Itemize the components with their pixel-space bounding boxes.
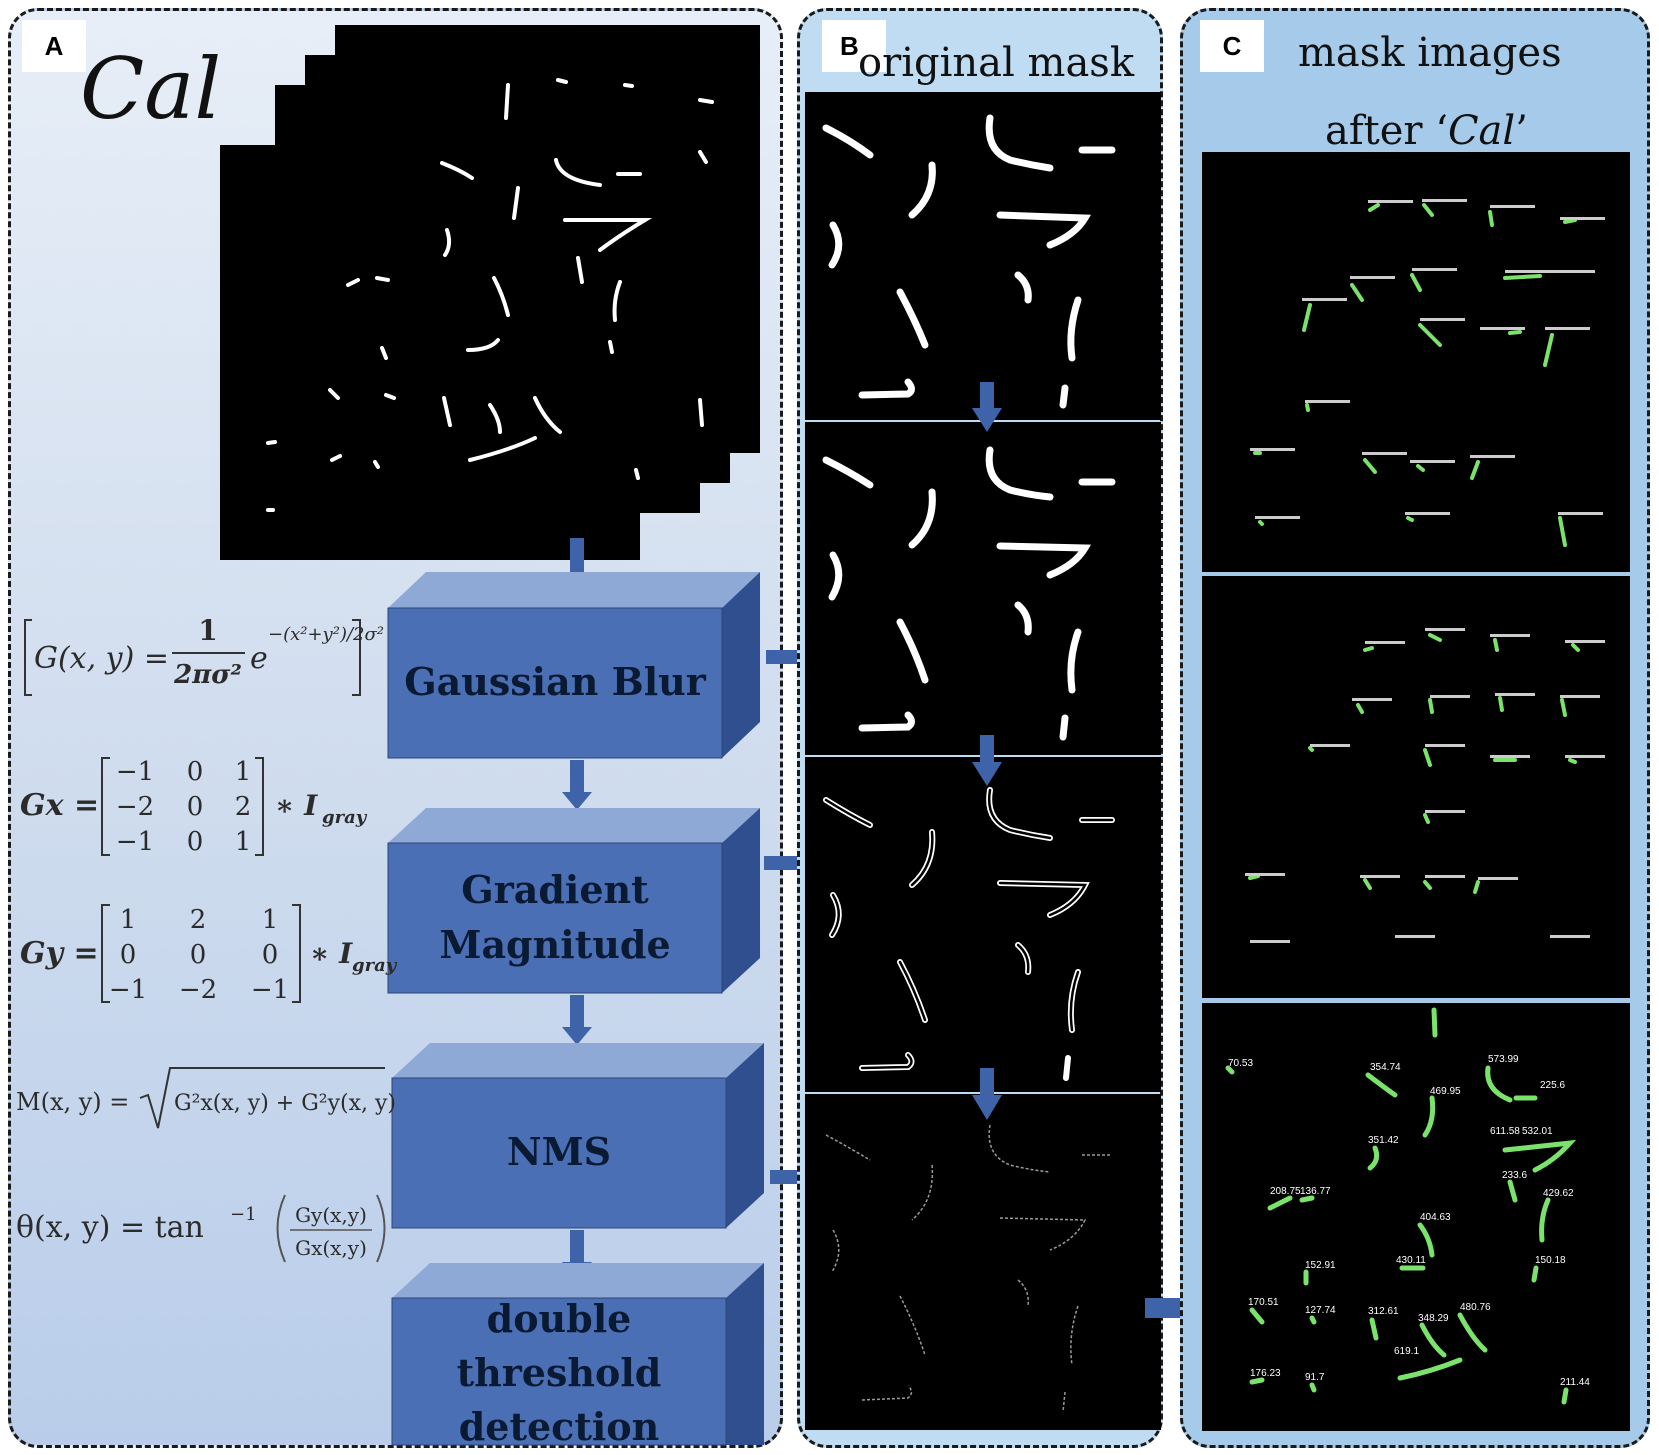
tiny-labels-top (1250, 199, 1605, 519)
gx-rhs: ∗ I (275, 789, 318, 822)
mask-b-gradient (805, 757, 1161, 1092)
theta-sup: −1 (230, 1204, 257, 1225)
gx-m21: 0 (187, 827, 204, 857)
box-gradient-label-2: Magnitude (439, 922, 670, 967)
panel-a-title: Cal (80, 40, 222, 138)
box-gaussian-label: Gaussian Blur (404, 659, 707, 704)
panel-c-title-2: after ‘Cal’ (1325, 108, 1528, 154)
arrow-gradient-to-nms-head (562, 1027, 592, 1045)
box-gradient-top (388, 808, 760, 843)
panel-a-letter: A (22, 20, 86, 72)
box-nms-top (392, 1043, 764, 1078)
theta-num: Gy(x,y) (295, 1203, 367, 1227)
gy-m02: 1 (262, 905, 279, 935)
gy-m01: 2 (190, 905, 207, 935)
box-gradient-side (722, 808, 760, 993)
gx-m01: 0 (187, 757, 204, 787)
equation-gy: Gy = 1 2 1 0 0 0 −1 −2 −1 ∗ I gray (20, 904, 398, 1005)
worms-b-frame1 (822, 114, 1116, 409)
gx-m00: −1 (116, 757, 154, 787)
gx-m10: −2 (116, 792, 154, 822)
gx-m22: 1 (235, 827, 252, 857)
box-threshold-top (392, 1263, 764, 1298)
mask-c-top (1202, 152, 1630, 572)
gx-sub: gray (322, 807, 368, 828)
box-gaussian-top (388, 572, 760, 608)
gx-lhs: Gx = (20, 788, 99, 823)
gy-m12: 0 (262, 940, 279, 970)
equation-gaussian: G(x, y) = 1 2πσ² e −(x²+y²)/2σ² (24, 614, 384, 696)
box-nms-front (391, 1077, 727, 1229)
arrows-b-down (972, 382, 1002, 1120)
box-gradient-magnitude: Gradient Magnitude (387, 808, 760, 994)
box-gaussian-front (387, 607, 723, 759)
gx-m11: 0 (187, 792, 204, 822)
panel-b-title: original mask (858, 40, 1135, 86)
box-gradient-front (387, 842, 723, 994)
gy-m20: −1 (109, 975, 147, 1005)
box-threshold-front (391, 1297, 727, 1446)
gaussian-den: 2πσ² (173, 660, 242, 690)
gy-m21: −2 (179, 975, 217, 1005)
box-threshold-side (726, 1263, 764, 1445)
box-nms-label: NMS (507, 1129, 611, 1174)
panel-c-title-2-pre: after ‘ (1325, 108, 1448, 154)
panel-b-letter: B (822, 20, 886, 72)
box-threshold-label-3: detection (459, 1404, 660, 1449)
theta-den: Gx(x,y) (295, 1236, 367, 1260)
box-gaussian-blur: Gaussian Blur (387, 572, 760, 759)
box-threshold-label-2: threshold (457, 1350, 662, 1395)
gaussian-num: 1 (198, 614, 217, 647)
arrow-gradient-to-nms-shaft (570, 995, 584, 1030)
gx-m12: 2 (235, 792, 252, 822)
gy-m00: 1 (120, 905, 137, 935)
box-nms: NMS (391, 1043, 764, 1229)
arrow-gaussian-to-gradient-head (562, 792, 592, 810)
m-rhs: G²x(x, y) + G²y(x, y) (174, 1091, 396, 1116)
gy-m11: 0 (190, 940, 207, 970)
box-gradient-label-1: Gradient (461, 867, 649, 912)
panel-c-title-2-cal: Cal (1447, 108, 1516, 154)
panel-c-title-1: mask images (1298, 30, 1562, 76)
gy-lhs: Gy = (20, 936, 99, 971)
worms-b-frame3-inner (824, 788, 1114, 1070)
mask-c-middle (1202, 576, 1630, 998)
gaussian-lhs: G(x, y) = (34, 641, 169, 676)
mask-stack-layer-4 (220, 145, 640, 560)
box-nms-side (726, 1043, 764, 1228)
mask-b-nms (805, 1094, 1161, 1430)
panel-c-title-2-post: ’ (1515, 108, 1528, 154)
equation-magnitude: M(x, y) = G²x(x, y) + G²y(x, y) (16, 1067, 396, 1129)
worms-b-frame4 (825, 1124, 1112, 1413)
box-threshold-label-1: double (487, 1296, 632, 1341)
equation-theta: θ(x, y) = tan −1 Gy(x,y) Gx(x,y) (16, 1194, 386, 1263)
arrow-nms-to-threshold-shaft (570, 1230, 584, 1265)
panel-c-letter: C (1200, 20, 1264, 72)
gy-sub: gray (352, 955, 398, 976)
mask-c-bottom (1202, 1003, 1630, 1431)
m-lhs: M(x, y) = (16, 1088, 129, 1116)
mask-worms-a (266, 78, 714, 512)
worms-c-bottom (1225, 1007, 1577, 1405)
worms-b-frame2 (822, 446, 1116, 741)
gx-m20: −1 (116, 827, 154, 857)
gx-m02: 1 (235, 757, 252, 787)
theta-lhs: θ(x, y) = tan (16, 1210, 204, 1245)
gaussian-exp: −(x²+y²)/2σ² (268, 624, 384, 645)
worms-c-top (1253, 203, 1577, 547)
gy-m10: 0 (120, 940, 137, 970)
gy-m22: −1 (251, 975, 289, 1005)
equation-gx: Gx = −1 0 1 −2 0 2 −1 0 1 ∗ I gray (20, 757, 368, 857)
tiny-labels-middle (1245, 628, 1605, 943)
arrow-gaussian-to-gradient-shaft (570, 760, 584, 795)
gaussian-e: e (250, 641, 268, 676)
worms-c-middle (1248, 633, 1580, 894)
box-gaussian-side (722, 572, 760, 758)
arrow-into-gaussian-shaft (570, 538, 584, 576)
gy-rhs: ∗ I (310, 937, 353, 970)
box-double-threshold: double threshold detection (391, 1263, 764, 1449)
